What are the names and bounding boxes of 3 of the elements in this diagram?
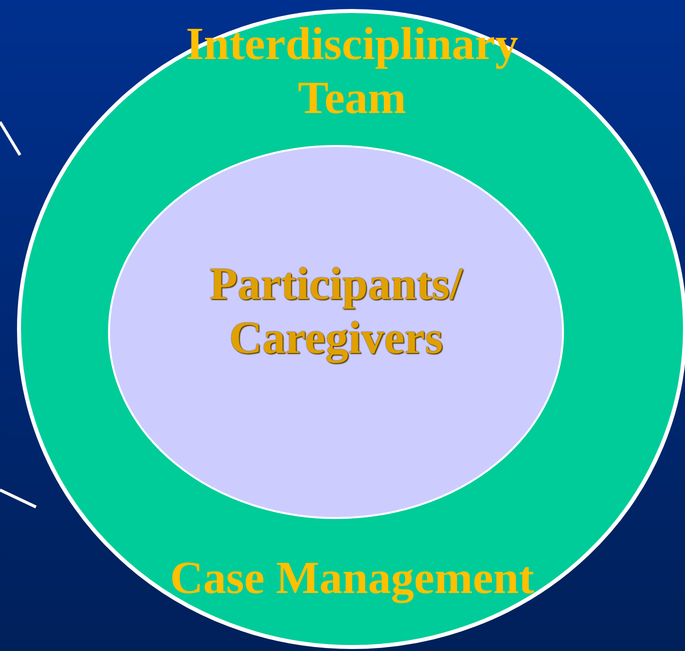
- label-text: Participants/ Caregivers: [208, 257, 464, 365]
- label-text: Case Management: [168, 551, 536, 605]
- ellipse: [108, 145, 564, 519]
